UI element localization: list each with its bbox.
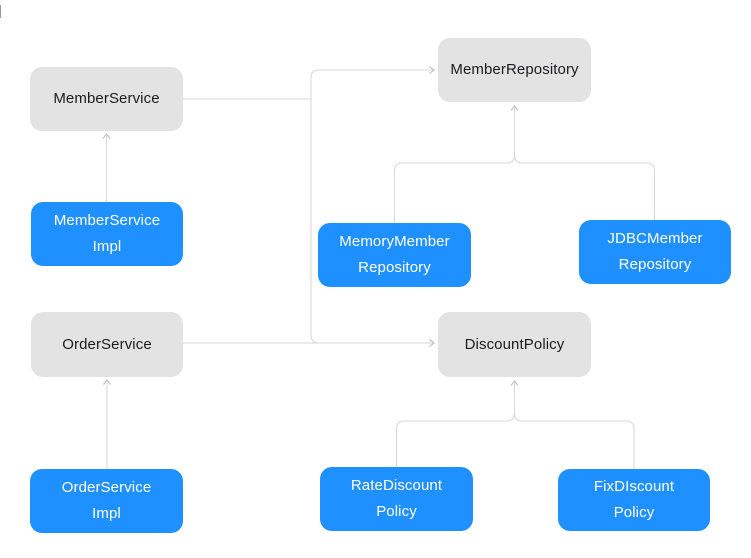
node-order-service-impl[interactable]: OrderService Impl (30, 469, 183, 533)
node-discount-policy[interactable]: DiscountPolicy (438, 312, 591, 377)
node-label-line2: Repository (358, 259, 431, 276)
node-member-service-impl[interactable]: MemberService Impl (31, 202, 183, 266)
node-rate-discount-policy[interactable]: RateDiscount Policy (320, 467, 473, 531)
node-label-line1: FixDIscount (593, 478, 675, 495)
node-label: OrderService (62, 335, 152, 353)
node-label-line1: JDBCMember (607, 230, 703, 247)
node-label-line2: Repository (618, 256, 692, 273)
node-jdbc-member-repository[interactable]: JDBCMember Repository (579, 220, 731, 284)
edge-ratediscountpolicy-branch (396, 412, 515, 467)
node-label-line2: Impl (92, 238, 122, 255)
edge-trunk-to-memberrepository (310, 66, 435, 99)
node-label-line2: Policy (613, 504, 655, 521)
node-label-line2: Impl (92, 505, 121, 522)
node-label-line1: MemberService (53, 212, 161, 229)
node-member-repository[interactable]: MemberRepository (438, 38, 591, 102)
node-fix-discount-policy[interactable]: FixDIscount Policy (558, 469, 710, 531)
edge-fixdiscountpolicy-branch (514, 412, 635, 469)
node-label: MemberService (53, 90, 160, 107)
edge-jdbcmemberrepository-branch (514, 154, 655, 220)
node-label-line1: OrderService (61, 479, 152, 496)
node-memory-member-repository[interactable]: MemoryMember Repository (318, 223, 471, 287)
node-label: DiscountPolicy (464, 335, 565, 353)
node-label-line2: Policy (376, 503, 417, 520)
node-order-service[interactable]: OrderService (31, 312, 183, 377)
node-label-line1: MemoryMember (339, 233, 450, 250)
screen-edge-artifact (0, 5, 1, 18)
node-member-service[interactable]: MemberService (30, 67, 183, 131)
edge-memorymemberrepository-branch (394, 154, 515, 223)
node-label-line1: RateDiscount (350, 477, 443, 494)
edge-trunk-vertical (310, 99, 320, 344)
node-label: MemberRepository (450, 61, 579, 78)
